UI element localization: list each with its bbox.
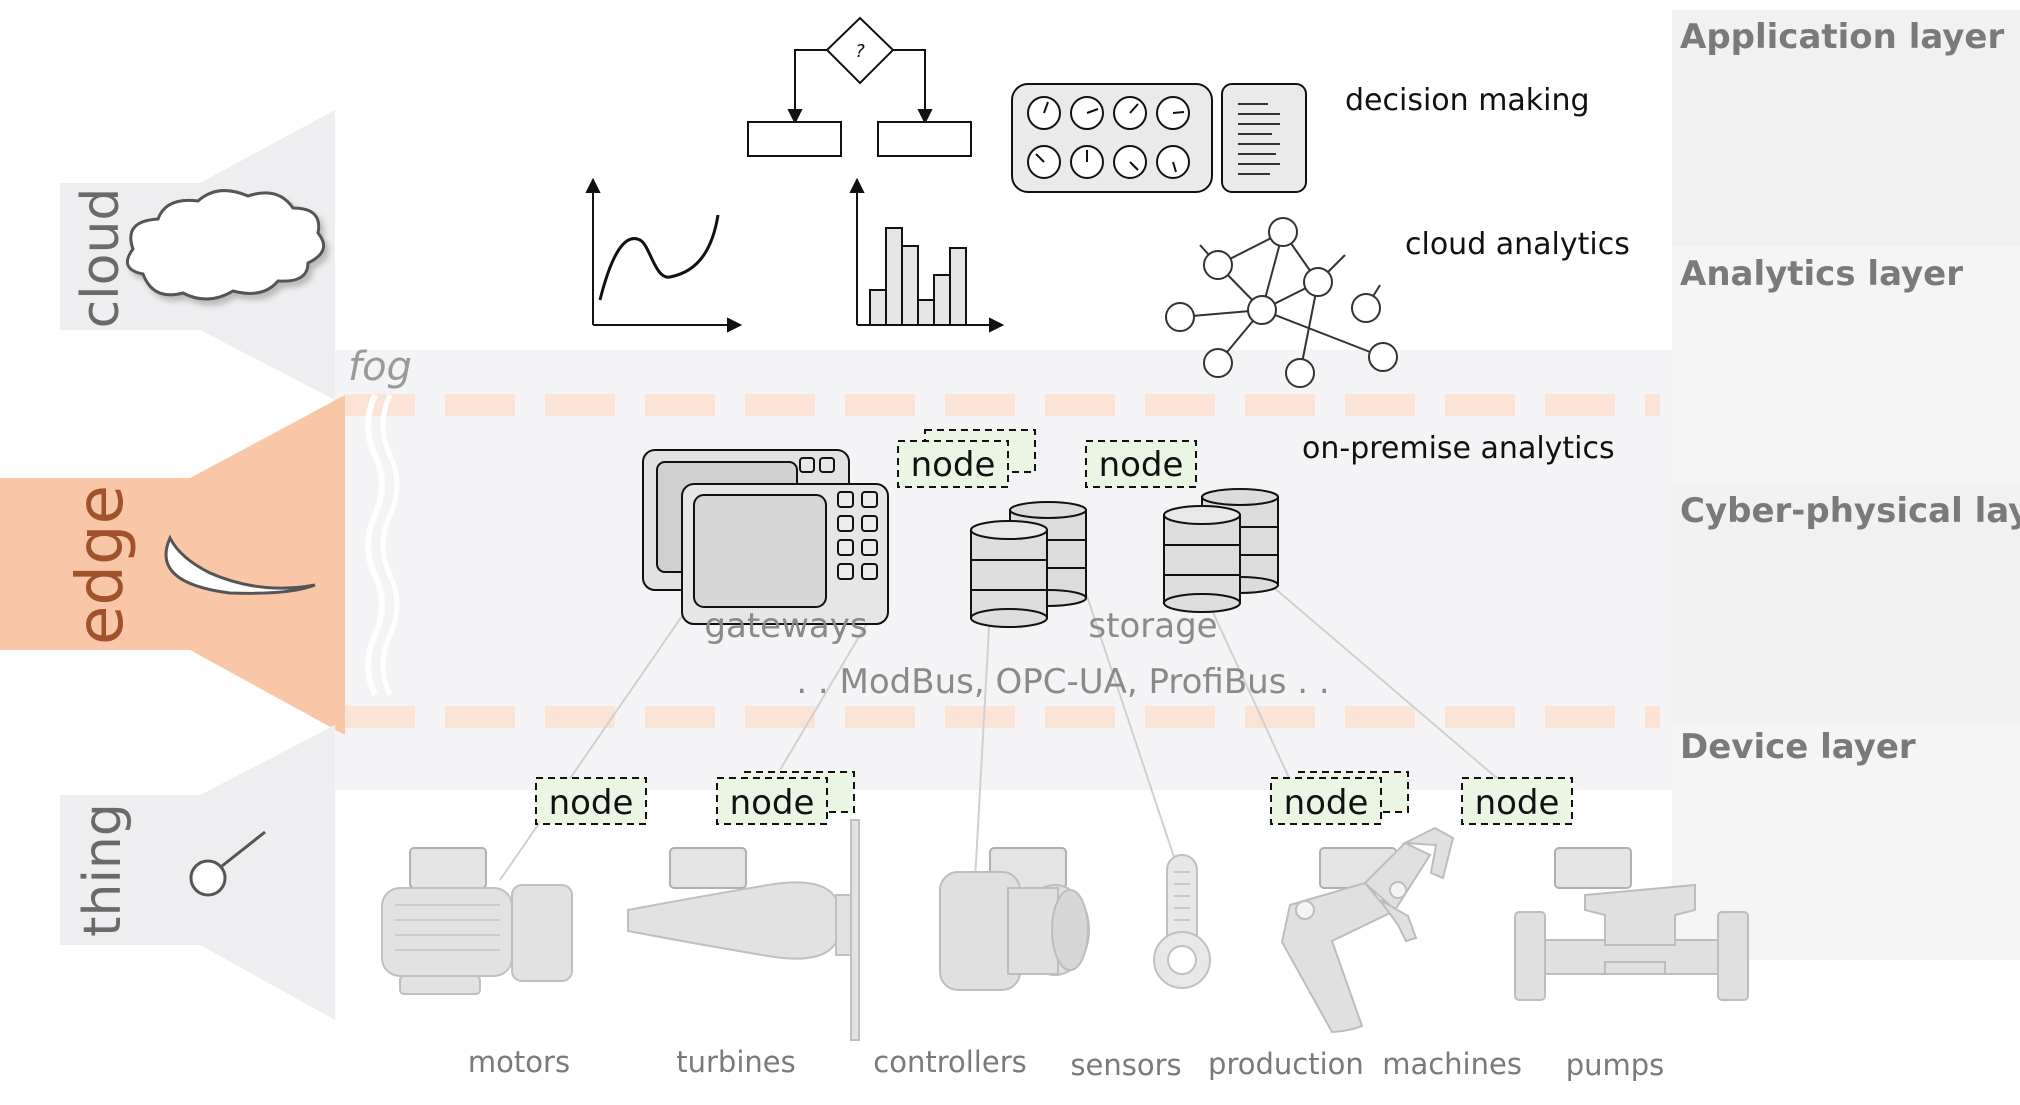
cyber-physical-layer-panel xyxy=(1672,484,2020,724)
device-label-motors: motors xyxy=(468,1045,570,1079)
flowchart-box-right xyxy=(877,121,972,157)
decision-diamond xyxy=(825,16,895,85)
motor-icon xyxy=(381,884,573,995)
device-layer-label: Device layer xyxy=(1680,727,1916,767)
flowchart-box-left xyxy=(747,121,842,157)
tier-label-fog: fog xyxy=(348,344,412,390)
on-premise-analytics-label: on-premise analytics xyxy=(1302,431,1615,466)
cyber-physical-layer-label: Cyber-physical layer xyxy=(1680,491,2020,531)
application-layer-panel xyxy=(1672,10,2020,246)
curve-chart-icon xyxy=(585,177,743,333)
decision-making-label: decision making xyxy=(1345,83,1590,118)
node-label-turbines: node xyxy=(730,783,815,823)
storage-label: storage xyxy=(1088,606,1217,646)
layer-panels xyxy=(1672,10,2020,960)
node-label-pumps: node xyxy=(1475,783,1560,823)
network-graph-icon xyxy=(1165,217,1398,388)
pump-icon xyxy=(1514,883,1749,1001)
histogram-icon xyxy=(849,177,1005,333)
gateways-label: gateways xyxy=(704,606,867,646)
protocols-label: . . ModBus, OPC-UA, ProfiBus . . xyxy=(796,662,1329,702)
flowchart-icon xyxy=(747,16,972,157)
tier-label-thing: thing xyxy=(73,803,133,937)
turbine-icon xyxy=(627,819,860,1041)
cloud-icon xyxy=(125,189,326,301)
node-label-edge-2: node xyxy=(1099,445,1184,485)
gateway-device-front xyxy=(681,483,889,625)
device-label-controllers: controllers xyxy=(873,1045,1026,1079)
analytics-layer-label: Analytics layer xyxy=(1680,254,1963,294)
node-label-motors: node xyxy=(549,783,634,823)
controller-icon xyxy=(939,871,1090,991)
device-label-sensors: sensors xyxy=(1070,1048,1181,1082)
node-labels: node node node node node node xyxy=(549,445,1560,823)
node-label-machines: node xyxy=(1284,783,1369,823)
connection-lines xyxy=(499,579,1506,881)
report-document-icon xyxy=(1221,83,1307,193)
device-label-pumps: pumps xyxy=(1566,1048,1665,1082)
storage-database-icons xyxy=(970,488,1279,628)
robot-arm-icon xyxy=(1280,826,1455,1034)
node-box-machines xyxy=(1270,777,1382,825)
node-box-motors xyxy=(535,777,647,825)
node-label-edge-1: node xyxy=(911,445,996,485)
decision-symbol: ? xyxy=(855,41,865,62)
tier-label-cloud: cloud xyxy=(71,188,131,329)
device-label-production-machines: production machines xyxy=(1208,1047,1522,1081)
thermometer-sensor-icon xyxy=(1153,854,1211,989)
node-box-turbines xyxy=(716,777,828,825)
application-layer-label: Application layer xyxy=(1680,17,2004,57)
node-boxes xyxy=(535,429,1573,825)
node-box-edge-1 xyxy=(897,440,1009,488)
node-box-edge-2 xyxy=(1085,440,1197,488)
analytics-layer-panel xyxy=(1672,246,2020,484)
edge-crescent-icon xyxy=(164,534,316,595)
thing-sensor-icon xyxy=(189,830,266,897)
cloud-analytics-label: cloud analytics xyxy=(1405,227,1630,262)
tier-label-edge: edge xyxy=(64,485,138,645)
fog-wave-2 xyxy=(380,393,400,697)
device-label-turbines: turbines xyxy=(676,1045,795,1079)
dashboard-gauges-icon xyxy=(1011,83,1213,193)
fog-wave-1 xyxy=(365,393,385,697)
node-box-pumps xyxy=(1461,777,1573,825)
